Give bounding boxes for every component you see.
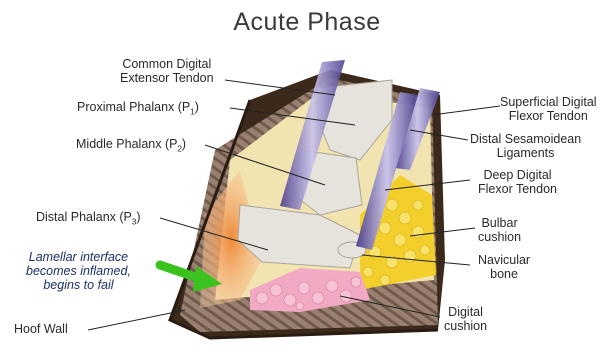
label-proximal-close: ) bbox=[195, 100, 199, 114]
label-navicular-line2: bone bbox=[478, 267, 530, 281]
label-sesamoidean-line1: Distal Sesamoidean bbox=[470, 132, 581, 146]
label-proximal-phalanx: Proximal Phalanx (P1) bbox=[77, 100, 199, 120]
label-proximal-text: Proximal Phalanx (P bbox=[77, 100, 190, 114]
label-bulbar-line2: cushion bbox=[478, 230, 521, 244]
label-sesamoidean-line2: Ligaments bbox=[470, 146, 581, 160]
label-digital-cushion: Digital cushion bbox=[444, 305, 487, 333]
label-common-extensor-line2: Extensor Tendon bbox=[120, 71, 214, 85]
label-superficial-line1: Superficial Digital bbox=[500, 95, 597, 109]
label-deep-line1: Deep Digital bbox=[478, 168, 557, 182]
label-middle-text: Middle Phalanx (P bbox=[76, 137, 177, 151]
label-hoof-wall: Hoof Wall bbox=[14, 322, 68, 336]
label-middle-close: ) bbox=[182, 137, 186, 151]
label-superficial-flexor: Superficial Digital Flexor Tendon bbox=[500, 95, 597, 123]
label-distal-close: ) bbox=[136, 210, 140, 224]
label-middle-phalanx: Middle Phalanx (P2) bbox=[76, 137, 186, 157]
label-lamellar-line1: Lamellar interface bbox=[26, 250, 131, 264]
label-digital-line1: Digital bbox=[444, 305, 487, 319]
label-common-extensor: Common Digital Extensor Tendon bbox=[120, 57, 214, 85]
label-lamellar-line2: becomes inflamed, bbox=[26, 264, 131, 278]
label-bulbar-cushion: Bulbar cushion bbox=[478, 216, 521, 244]
label-distal-phalanx: Distal Phalanx (P3) bbox=[36, 210, 141, 230]
label-superficial-line2: Flexor Tendon bbox=[500, 109, 597, 123]
label-deep-line2: Flexor Tendon bbox=[478, 182, 557, 196]
label-bulbar-line1: Bulbar bbox=[478, 216, 521, 230]
label-digital-line2: cushion bbox=[444, 319, 487, 333]
label-distal-text: Distal Phalanx (P bbox=[36, 210, 132, 224]
label-navicular-line1: Navicular bbox=[478, 253, 530, 267]
label-navicular-bone: Navicular bone bbox=[478, 253, 530, 281]
label-deep-flexor: Deep Digital Flexor Tendon bbox=[478, 168, 557, 196]
label-lamellar-line3: begins to fail bbox=[26, 278, 131, 292]
label-lamellar-interface: Lamellar interface becomes inflamed, beg… bbox=[26, 250, 131, 292]
label-distal-sesamoidean: Distal Sesamoidean Ligaments bbox=[470, 132, 581, 160]
label-common-extensor-line1: Common Digital bbox=[120, 57, 214, 71]
